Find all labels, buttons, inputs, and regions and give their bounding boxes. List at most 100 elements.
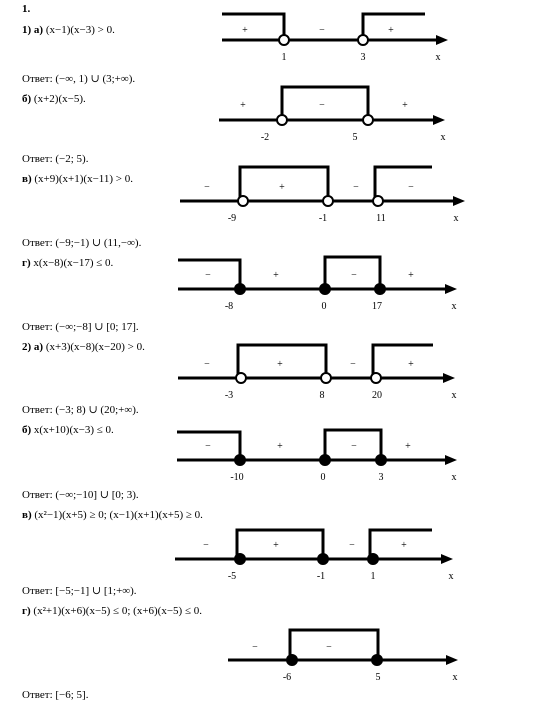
- answer-line: Ответ: (−∞, 1) ∪ (3;+∞).: [22, 73, 135, 85]
- filled-point: [317, 553, 329, 565]
- answer-line: Ответ: (−2; 5).: [22, 153, 88, 165]
- filled-point: [375, 454, 387, 466]
- problem-line: б) (x+2)(x−5).: [22, 93, 86, 105]
- sign-curve: [236, 343, 433, 380]
- point-label: -5: [228, 571, 236, 582]
- point-label: 5: [376, 672, 381, 683]
- sign-label: +: [388, 25, 394, 36]
- sign-label: −: [203, 540, 209, 551]
- line-text: Ответ: [−5;−1] ∪ [1;+∞).: [22, 585, 137, 597]
- point-label: -3: [225, 390, 233, 401]
- arrow-icon: [446, 655, 458, 665]
- answer-line: Ответ: [−5;−1] ∪ [1;+∞).: [22, 585, 137, 597]
- line-text: Ответ: (−∞;−10] ∪ [0; 3).: [22, 489, 139, 501]
- sign-label: −: [351, 270, 357, 281]
- open-point: [362, 114, 374, 126]
- problem-line: 1) а) (x−1)(x−3) > 0.: [22, 24, 115, 36]
- arrow-icon: [441, 554, 453, 564]
- point-label: -9: [228, 213, 236, 224]
- line-text: Ответ: (−∞;−8] ∪ [0; 17].: [22, 321, 139, 333]
- arrow-icon: [445, 284, 457, 294]
- variable-label: x: [436, 52, 441, 63]
- sign-label: +: [405, 441, 411, 452]
- point-label: -6: [283, 672, 291, 683]
- point-label: 1: [371, 571, 376, 582]
- filled-point: [234, 553, 246, 565]
- line-text: (x−1)(x−3) > 0.: [45, 24, 115, 36]
- sign-curve: [238, 165, 432, 203]
- point-label: -2: [261, 132, 269, 143]
- line-text: Ответ: (−9;−1) ∪ (11,−∞).: [22, 237, 142, 249]
- point-label: 3: [379, 472, 384, 483]
- problem-line: г) (x²+1)(x+6)(x−5) ≤ 0; (x+6)(x−5) ≤ 0.: [22, 605, 202, 617]
- answer-line: Ответ: (−9;−1) ∪ (11,−∞).: [22, 237, 141, 249]
- answer-line: Ответ: (−3; 8) ∪ (20;+∞).: [22, 404, 139, 416]
- sign-label: +: [402, 100, 408, 111]
- line-text: (x+2)(x−5).: [33, 93, 86, 105]
- line-text: x(x−8)(x−17) ≤ 0.: [33, 257, 114, 269]
- sign-label: +: [273, 270, 279, 281]
- point-label: 8: [320, 390, 325, 401]
- arrow-icon: [443, 373, 455, 383]
- variable-label: x: [452, 390, 457, 401]
- sign-label: −: [353, 182, 359, 193]
- problem-label: г): [22, 257, 34, 269]
- sign-label: +: [279, 182, 285, 193]
- open-point: [276, 114, 288, 126]
- open-point: [278, 34, 290, 46]
- problem-line: г) x(x−8)(x−17) ≤ 0.: [22, 257, 113, 269]
- variable-label: x: [454, 213, 459, 224]
- point-label: 5: [353, 132, 358, 143]
- sign-label: −: [350, 359, 356, 370]
- point-label: 1: [282, 52, 287, 63]
- point-label: 20: [372, 390, 382, 401]
- point-label: -10: [230, 472, 243, 483]
- filled-point: [234, 454, 246, 466]
- line-text: Ответ: (−∞, 1) ∪ (3;+∞).: [22, 73, 136, 85]
- problem-label: 1) а): [22, 24, 46, 36]
- answer-line: Ответ: [−6; 5].: [22, 689, 88, 701]
- line-text: Ответ: (−2; 5).: [22, 153, 89, 165]
- sign-label: +: [277, 359, 283, 370]
- sign-label: +: [401, 540, 407, 551]
- variable-label: x: [449, 571, 454, 582]
- sign-label: +: [408, 359, 414, 370]
- problem-label: в): [22, 173, 35, 185]
- sign-label: +: [273, 540, 279, 551]
- sign-label: +: [277, 441, 283, 452]
- open-point: [237, 195, 249, 207]
- filled-point: [319, 454, 331, 466]
- point-label: 0: [322, 301, 327, 312]
- filled-point: [319, 283, 331, 295]
- sign-label: −: [408, 182, 414, 193]
- sign-label: +: [242, 25, 248, 36]
- sign-curve: [288, 628, 380, 660]
- point-label: -8: [225, 301, 233, 312]
- point-label: 0: [321, 472, 326, 483]
- filled-point: [286, 654, 298, 666]
- line-text: x(x+10)(x−3) ≤ 0.: [33, 424, 114, 436]
- sign-label: −: [252, 642, 258, 653]
- answer-line: Ответ: (−∞;−10] ∪ [0; 3).: [22, 489, 139, 501]
- open-point: [372, 195, 384, 207]
- sign-label: −: [319, 100, 325, 111]
- variable-label: x: [453, 672, 458, 683]
- open-point: [357, 34, 369, 46]
- open-point: [235, 372, 247, 384]
- problem-label: б): [22, 93, 34, 105]
- line-text: (x²+1)(x+6)(x−5) ≤ 0; (x+6)(x−5) ≤ 0.: [33, 605, 202, 617]
- sign-label: +: [408, 270, 414, 281]
- sign-label: −: [204, 359, 210, 370]
- answer-line: Ответ: (−∞;−8] ∪ [0; 17].: [22, 321, 139, 333]
- problem-label: в): [22, 509, 35, 521]
- problem-line: б) x(x+10)(x−3) ≤ 0.: [22, 424, 114, 436]
- sign-curve: [280, 85, 370, 120]
- filled-point: [374, 283, 386, 295]
- line-text: (x²−1)(x+5) ≥ 0; (x−1)(x+1)(x+5) ≥ 0.: [34, 509, 203, 521]
- line-text: Ответ: [−6; 5].: [22, 689, 89, 701]
- section-number: 1.: [22, 3, 31, 15]
- sign-label: −: [205, 441, 211, 452]
- point-label: -1: [319, 213, 327, 224]
- sign-label: −: [204, 182, 210, 193]
- point-label: 17: [372, 301, 382, 312]
